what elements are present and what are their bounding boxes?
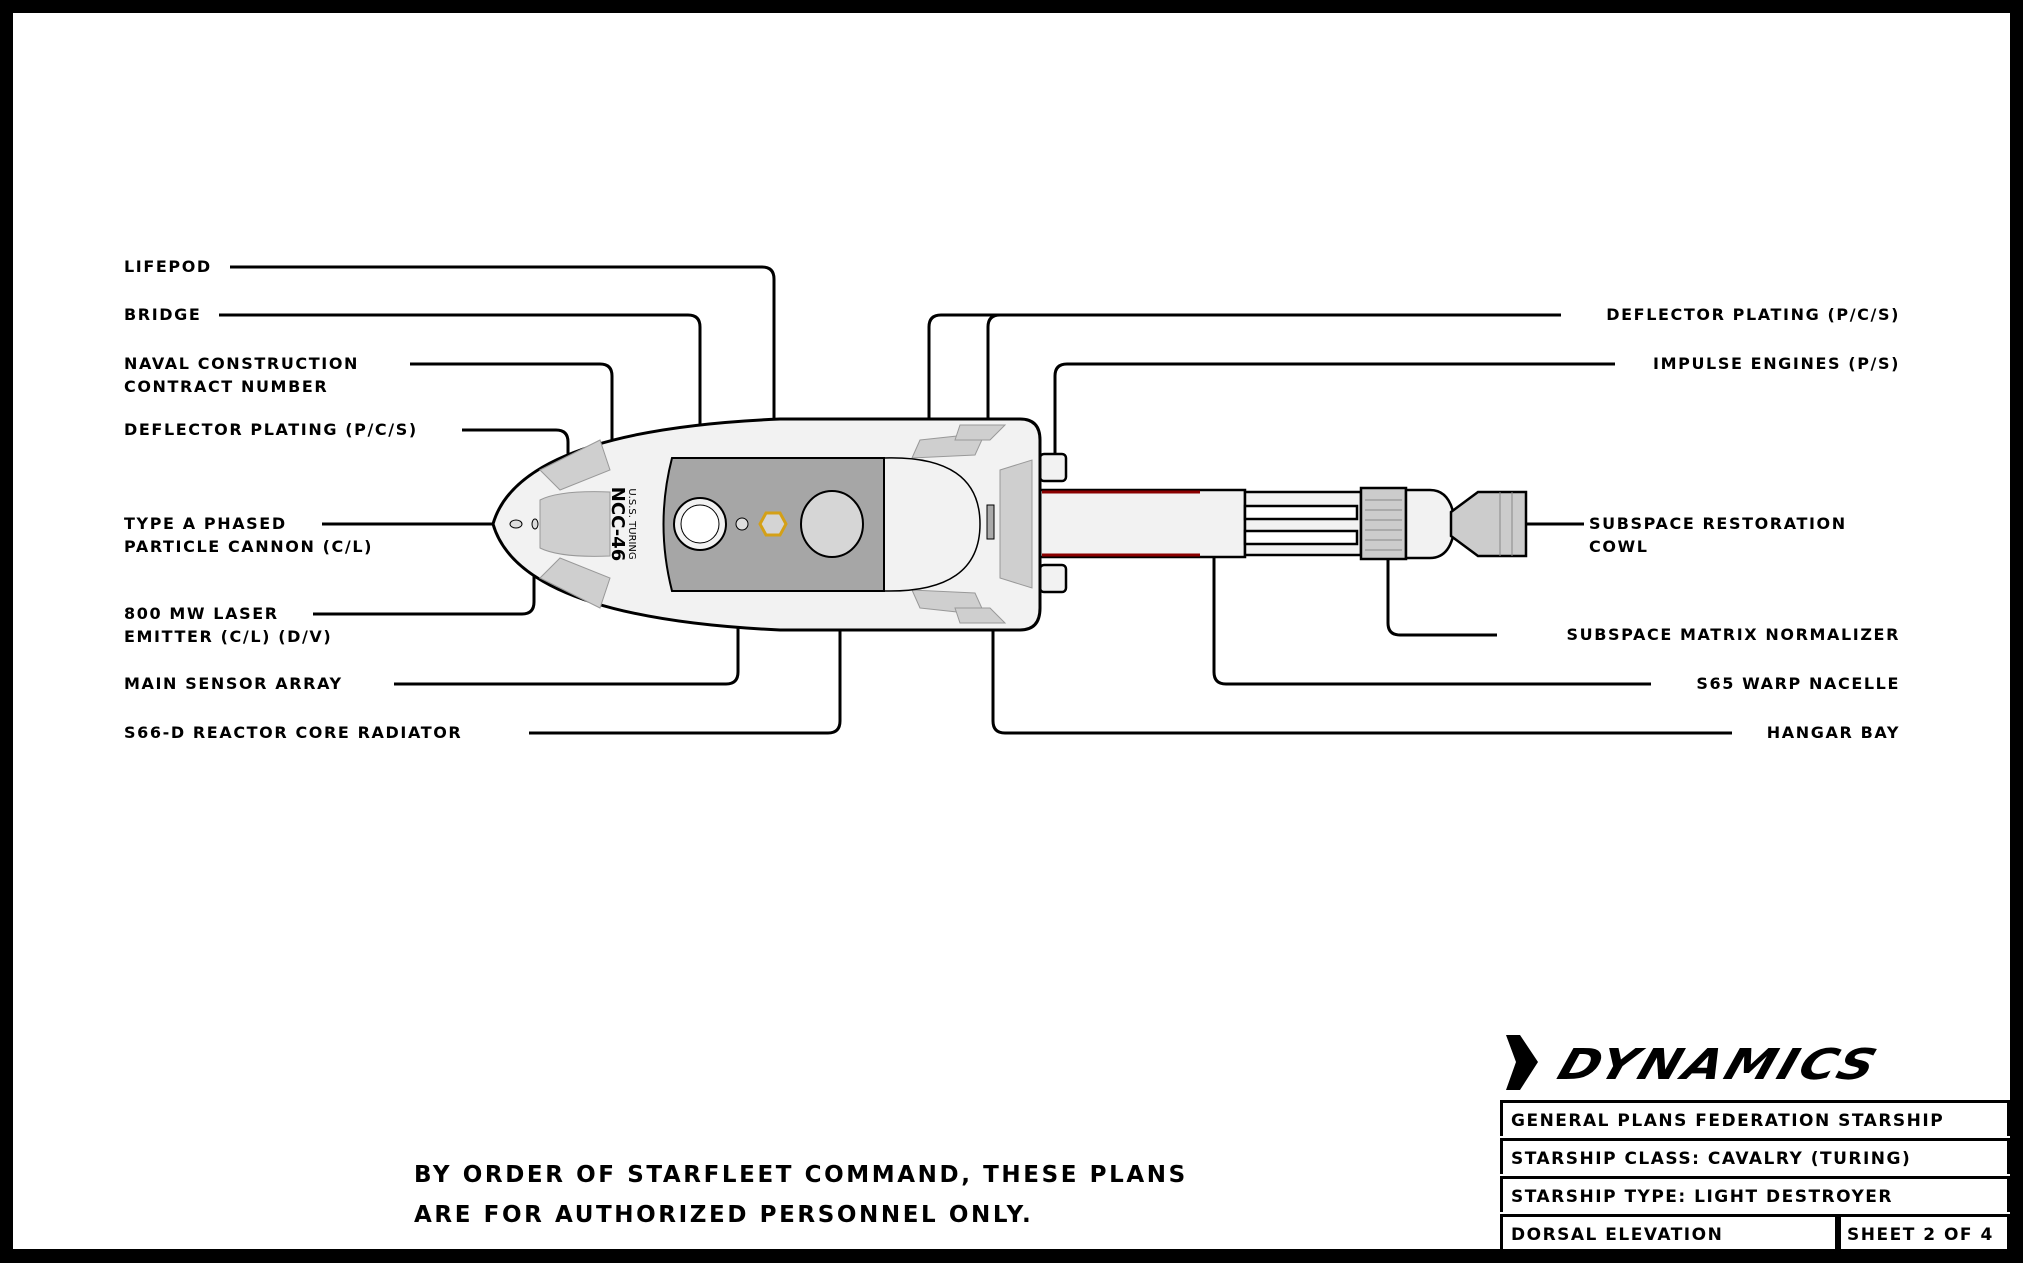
- reactor-core-radiator: [800, 490, 864, 558]
- hangar-bay: [986, 504, 995, 540]
- restoration-cowl: [1449, 490, 1528, 558]
- phaser-cannon: [509, 519, 523, 529]
- primary-hull: [491, 417, 1042, 632]
- leader-reactor: [529, 557, 842, 735]
- label-subspace-matrix-normalizer: SUBSPACE MATRIX NORMALIZER: [1566, 625, 1900, 644]
- label-reactor-core-radiator: S66-D REACTOR CORE RADIATOR: [124, 723, 463, 742]
- deflector-plating-center: [539, 491, 611, 557]
- registry-number: NCC-46: [607, 487, 628, 561]
- dynamics-logo: DYNAMICS: [1551, 1040, 1886, 1090]
- label-warp-nacelle: S65 WARP NACELLE: [1696, 674, 1900, 693]
- deflector-plating-forward: [539, 439, 611, 609]
- leader-impulse: [1053, 362, 1615, 454]
- title-row-view: DORSAL ELEVATION: [1500, 1214, 1838, 1250]
- label-impulse-engines: IMPULSE ENGINES (P/S): [1653, 354, 1900, 373]
- hull-markings: NCC-46 U.S.S. TURING: [607, 487, 637, 561]
- impulse-engine-port: [1038, 452, 1068, 483]
- matrix-normalizer: [1359, 486, 1408, 561]
- title-row-type: STARSHIP TYPE: LIGHT DESTROYER: [1500, 1176, 2010, 1212]
- leader-nacelle: [1212, 557, 1651, 686]
- impulse-engine-starboard: [1038, 563, 1068, 594]
- leader-laser: [313, 527, 536, 616]
- label-main-sensor-array: MAIN SENSOR ARRAY: [124, 674, 343, 693]
- notice-line-2: ARE FOR AUTHORIZED PERSONNEL ONLY.: [414, 1202, 1034, 1228]
- leader-hangar: [991, 516, 1732, 735]
- leader-lifepod: [230, 265, 776, 513]
- leader-bridge: [219, 313, 702, 497]
- cowl-ribs: [1365, 492, 1513, 556]
- label-bridge: BRIDGE: [124, 305, 202, 324]
- warp-nacelle: [1038, 452, 1528, 594]
- main-sensor-array: [735, 517, 749, 531]
- leader-registry: [410, 362, 614, 490]
- leader-deflector-right: [927, 313, 1561, 439]
- title-row-sheet: SHEET 2 OF 4: [1838, 1214, 2010, 1250]
- label-hangar-bay: HANGAR BAY: [1766, 723, 1900, 742]
- leader-lines: [219, 265, 1732, 735]
- dynamics-logo-chevron: [1506, 1035, 1538, 1090]
- leader-sensor: [394, 516, 740, 686]
- laser-emitter: [531, 518, 539, 530]
- leader-deflector-left: [462, 428, 570, 497]
- label-deflector-plating-left: DEFLECTOR PLATING (P/C/S): [124, 420, 418, 439]
- label-deflector-plating-right: DEFLECTOR PLATING (P/C/S): [1606, 305, 1900, 324]
- title-row-general-plans: GENERAL PLANS FEDERATION STARSHIP: [1500, 1100, 2010, 1136]
- leader-matrix: [1386, 559, 1497, 637]
- label-lifepod: LIFEPOD: [124, 257, 212, 276]
- notice-line-1: BY ORDER OF STARFLEET COMMAND, THESE PLA…: [414, 1162, 1188, 1188]
- lifepod: [758, 511, 788, 537]
- title-row-class: STARSHIP CLASS: CAVALRY (TURING): [1500, 1138, 2010, 1174]
- ship-name: U.S.S. TURING: [626, 488, 637, 559]
